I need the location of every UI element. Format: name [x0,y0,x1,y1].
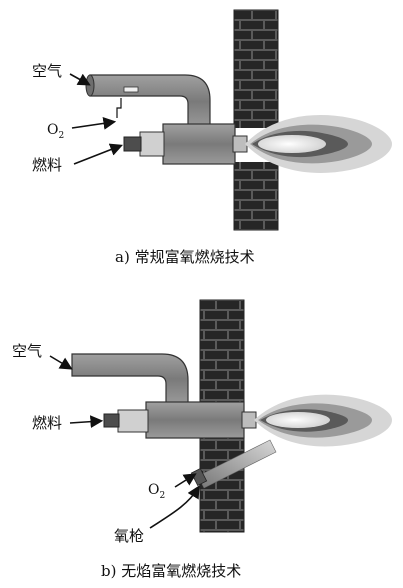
o2-arrow-b [174,473,197,488]
air-arrow-b [49,355,73,370]
fuel-label-a: 燃料 [32,156,62,174]
fuel-arrow-b [69,415,104,429]
lance-label-b: 氧枪 [114,527,144,545]
burner-body-b [103,401,257,439]
o2-label-b: O2 [148,482,165,501]
caption-b: b) 无焰富氧燃烧技术 [101,562,241,580]
air-label-b: 空气 [12,342,42,360]
o2-label-a: O2 [47,122,64,141]
flame-a [245,115,392,173]
air-arrow-a [69,73,91,86]
panel-a: 空气 O2 燃料 a) 常规富氧燃烧技术 [32,9,392,266]
panel-b: 空气 燃料 O2 氧枪 b) 无焰富氧燃烧技术 [12,299,392,580]
fuel-label-b: 燃料 [32,414,62,432]
flame-b [254,394,392,447]
caption-a: a) 常规富氧燃烧技术 [115,248,255,266]
burner-body-a [123,123,248,165]
air-duct-a [85,74,211,129]
fuel-arrow-a [73,143,123,165]
lance-arrow-b [149,485,200,529]
furnace-wall-a [233,9,279,231]
air-label-a: 空气 [32,62,62,80]
o2-arrow-a [71,117,117,130]
air-duct-b [71,353,189,405]
